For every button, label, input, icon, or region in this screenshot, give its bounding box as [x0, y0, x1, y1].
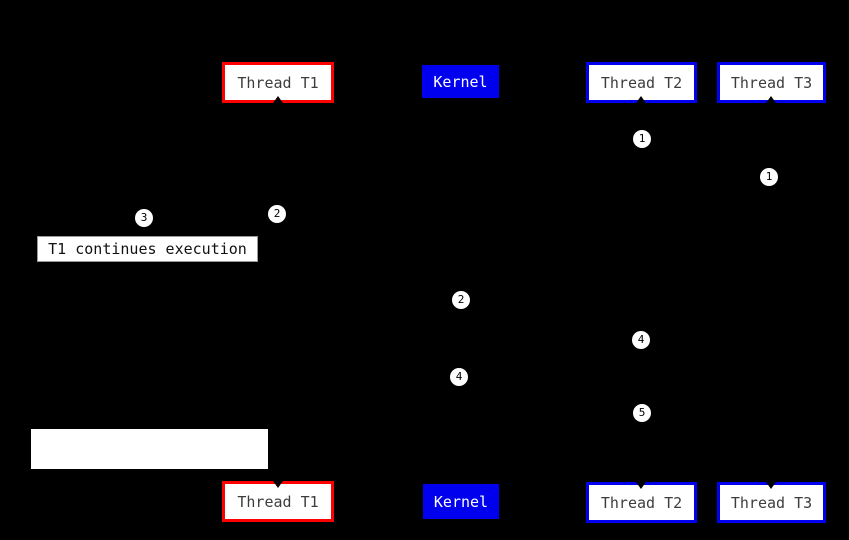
step-marker-5-thread-t2: 5	[633, 404, 651, 422]
step-marker-3-thread-t1: 3	[135, 209, 153, 227]
step-marker-4-kernel: 4	[450, 368, 468, 386]
lifeline-notch-t1-top	[273, 96, 283, 103]
step-marker-4-thread-t2: 4	[632, 331, 650, 349]
lifeline-notch-t3-bottom	[766, 482, 776, 489]
lifeline-notch-t3-top	[766, 96, 776, 103]
note-t1-continues-execution: T1 continues execution	[37, 236, 258, 262]
step-marker-1-thread-t2: 1	[633, 130, 651, 148]
node-kernel-bottom: Kernel	[423, 484, 499, 519]
lifeline-notch-t1-bottom	[273, 481, 283, 488]
lifeline-notch-t2-bottom	[636, 482, 646, 489]
step-marker-1-thread-t3: 1	[760, 168, 778, 186]
lifeline-notch-t2-top	[636, 96, 646, 103]
step-marker-2-thread-t1: 2	[268, 205, 286, 223]
step-marker-2-kernel: 2	[452, 291, 470, 309]
blank-label-box	[31, 429, 268, 469]
node-kernel-top: Kernel	[422, 65, 499, 98]
